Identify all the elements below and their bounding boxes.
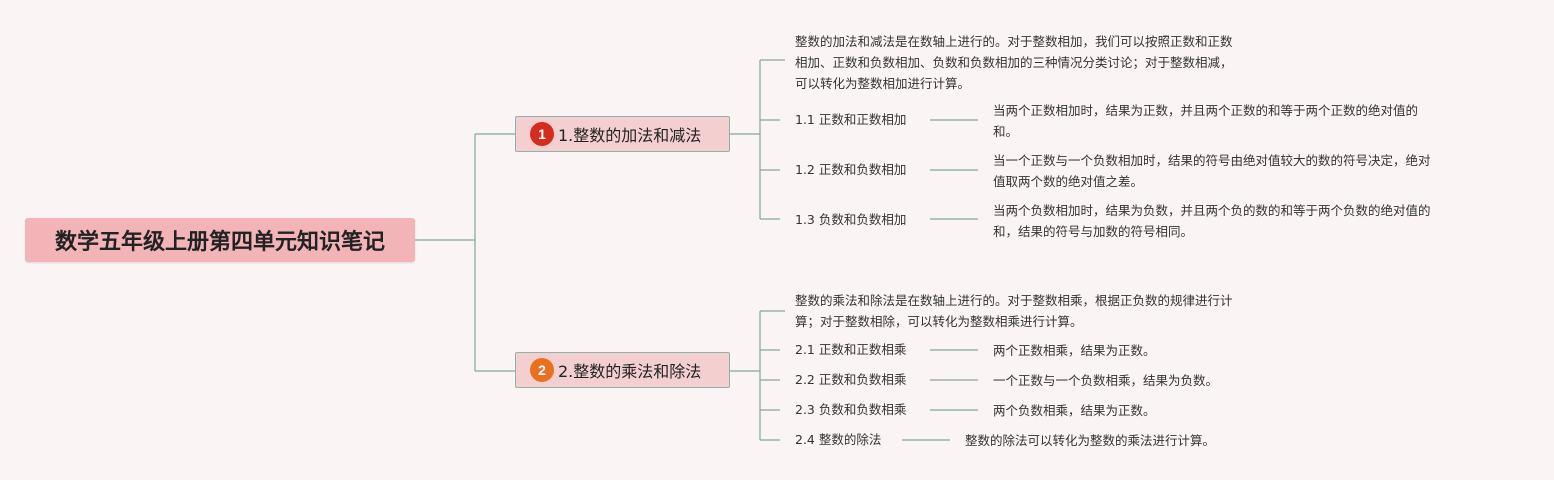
subtopic-2-2[interactable]: 2.2 正数和负数相乘 <box>795 372 907 387</box>
branch-intro-1: 整数的加法和减法是在数轴上进行的。对于整数相加，我们可以按照正数和正数 相加、正… <box>795 34 1233 91</box>
subtopic-1-3[interactable]: 1.3 负数和负数相加 <box>795 212 907 227</box>
subtopic-desc-2-2: 一个正数与一个负数相乘，结果为负数。 <box>993 373 1219 388</box>
branch-topic-1[interactable]: 1 1.整数的加法和减法 <box>515 116 730 152</box>
subtopic-1-2[interactable]: 1.2 正数和负数相加 <box>795 162 907 177</box>
subtopic-2-3[interactable]: 2.3 负数和负数相乘 <box>795 402 907 417</box>
branch-title: 2.整数的乘法和除法 <box>558 362 702 381</box>
subtopic-desc-2-4: 整数的除法可以转化为整数的乘法进行计算。 <box>965 433 1216 448</box>
subtopic-1-1[interactable]: 1.1 正数和正数相加 <box>795 112 907 127</box>
subtopic-2-1[interactable]: 2.1 正数和正数相乘 <box>795 342 907 357</box>
number-badge-2-icon: 2 <box>530 358 554 382</box>
root-topic[interactable]: 数学五年级上册第四单元知识笔记 <box>25 218 415 262</box>
subtopic-desc-1-1: 当两个正数相加时，结果为正数，并且两个正数的和等于两个正数的绝对值的 和。 <box>993 103 1419 139</box>
branch-title: 1.整数的加法和减法 <box>558 126 702 145</box>
branch-topic-2[interactable]: 2 2.整数的乘法和除法 <box>515 352 730 388</box>
subtopic-desc-1-3: 当两个负数相加时，结果为负数，并且两个负的数的和等于两个负数的绝对值的 和，结果… <box>993 203 1431 239</box>
root-title: 数学五年级上册第四单元知识笔记 <box>54 230 385 255</box>
branch-intro-2: 整数的乘法和除法是在数轴上进行的。对于整数相乘，根据正负数的规律进行计 算；对于… <box>795 293 1233 329</box>
subtopic-desc-2-3: 两个负数相乘，结果为正数。 <box>993 403 1156 418</box>
subtopic-2-4[interactable]: 2.4 整数的除法 <box>795 432 882 447</box>
subtopic-desc-2-1: 两个正数相乘，结果为正数。 <box>993 343 1156 358</box>
number-badge-1-icon: 1 <box>530 122 554 146</box>
subtopic-desc-1-2: 当一个正数与一个负数相加时，结果的符号由绝对值较大的数的符号决定，绝对 值取两个… <box>993 153 1431 189</box>
